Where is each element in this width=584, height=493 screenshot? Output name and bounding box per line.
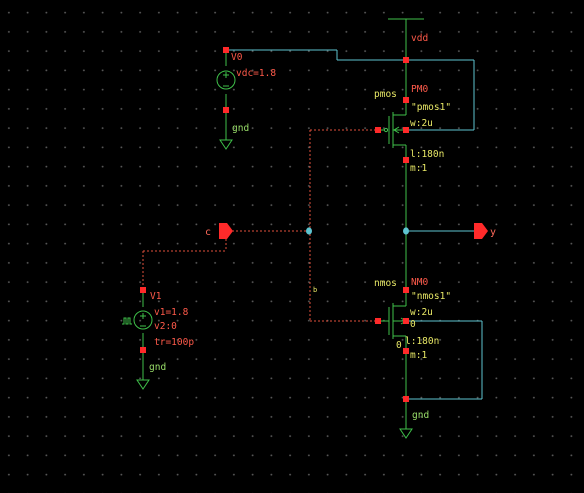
input-pin-c[interactable] — [219, 223, 233, 239]
pin-vdd[interactable] — [403, 57, 409, 63]
pin-v1-plus[interactable] — [140, 287, 146, 293]
nmos-m-label: m:1 — [410, 350, 427, 361]
wire-net-label: b — [313, 286, 317, 294]
input-pin-label: c — [205, 227, 211, 238]
v1-v1-label: v1=1.8 — [154, 307, 189, 318]
nmos-zero-a-label: 0 — [410, 319, 416, 330]
pin-pmos-g[interactable] — [375, 127, 381, 133]
ground-icon-v0 — [219, 139, 233, 150]
ground-symbols — [136, 139, 413, 439]
v1-body — [133, 310, 153, 330]
pmos-l-label: l:180n — [410, 149, 444, 160]
nmos-zero-b-label: 0 — [396, 340, 402, 351]
pmos-w-label: w:2u — [410, 118, 433, 129]
pin-v1-minus[interactable] — [140, 347, 146, 353]
v0-body — [216, 70, 236, 90]
nmos-symbol[interactable] — [378, 290, 407, 351]
pin-nmos-d[interactable] — [403, 287, 409, 293]
output-pin-label: y — [490, 227, 496, 238]
nmos-ref-label: NM0 — [411, 277, 428, 288]
pin-pmos-s[interactable] — [403, 97, 409, 103]
v0-param-label: vdc=1.8 — [236, 68, 276, 79]
pin-pmos-b[interactable] — [403, 127, 409, 133]
pmos-m-label: m:1 — [410, 163, 427, 174]
dashed-wires — [142, 129, 378, 322]
pmos-type-label: pmos — [374, 89, 397, 100]
junction-input — [306, 227, 312, 235]
pin-v0-plus[interactable] — [223, 47, 229, 53]
v0-gnd-label: gnd — [232, 123, 249, 134]
v1-v2-label: v2:0 — [154, 321, 177, 332]
pin-nmos-g[interactable] — [375, 318, 381, 324]
pulse-waveform-icon — [122, 317, 132, 325]
pin-gnd-main[interactable] — [403, 396, 409, 402]
pin-pmos-d[interactable] — [403, 157, 409, 163]
pmos-model-label: "pmos1" — [411, 102, 451, 113]
vdd-net-label: vdd — [411, 33, 428, 44]
pin-nmos-s[interactable] — [403, 348, 409, 354]
pin-v0-minus[interactable] — [223, 107, 229, 113]
nmos-type-label: nmos — [374, 278, 397, 289]
ground-icon-v1 — [136, 379, 150, 390]
output-pin-y[interactable] — [474, 223, 488, 239]
pmos-symbol[interactable] — [378, 100, 407, 160]
pin-nmos-b[interactable] — [403, 318, 409, 324]
pmos-ref-label: PM0 — [411, 84, 428, 95]
main-gnd-label: gnd — [412, 410, 429, 421]
v0-ref-label: V0 — [231, 52, 243, 63]
nmos-w-label: w:2u — [410, 307, 433, 318]
nmos-model-label: "nmos1" — [411, 291, 451, 302]
v1-tr-label: tr=100p — [154, 337, 194, 348]
nmos-l-label: l:180n — [405, 336, 439, 347]
ground-icon-main — [399, 428, 413, 439]
device-lines — [122, 18, 424, 429]
v1-gnd-label: gnd — [149, 362, 166, 373]
pin-squares — [140, 47, 409, 402]
v1-ref-label: V1 — [150, 291, 162, 302]
junction-output — [403, 227, 409, 235]
